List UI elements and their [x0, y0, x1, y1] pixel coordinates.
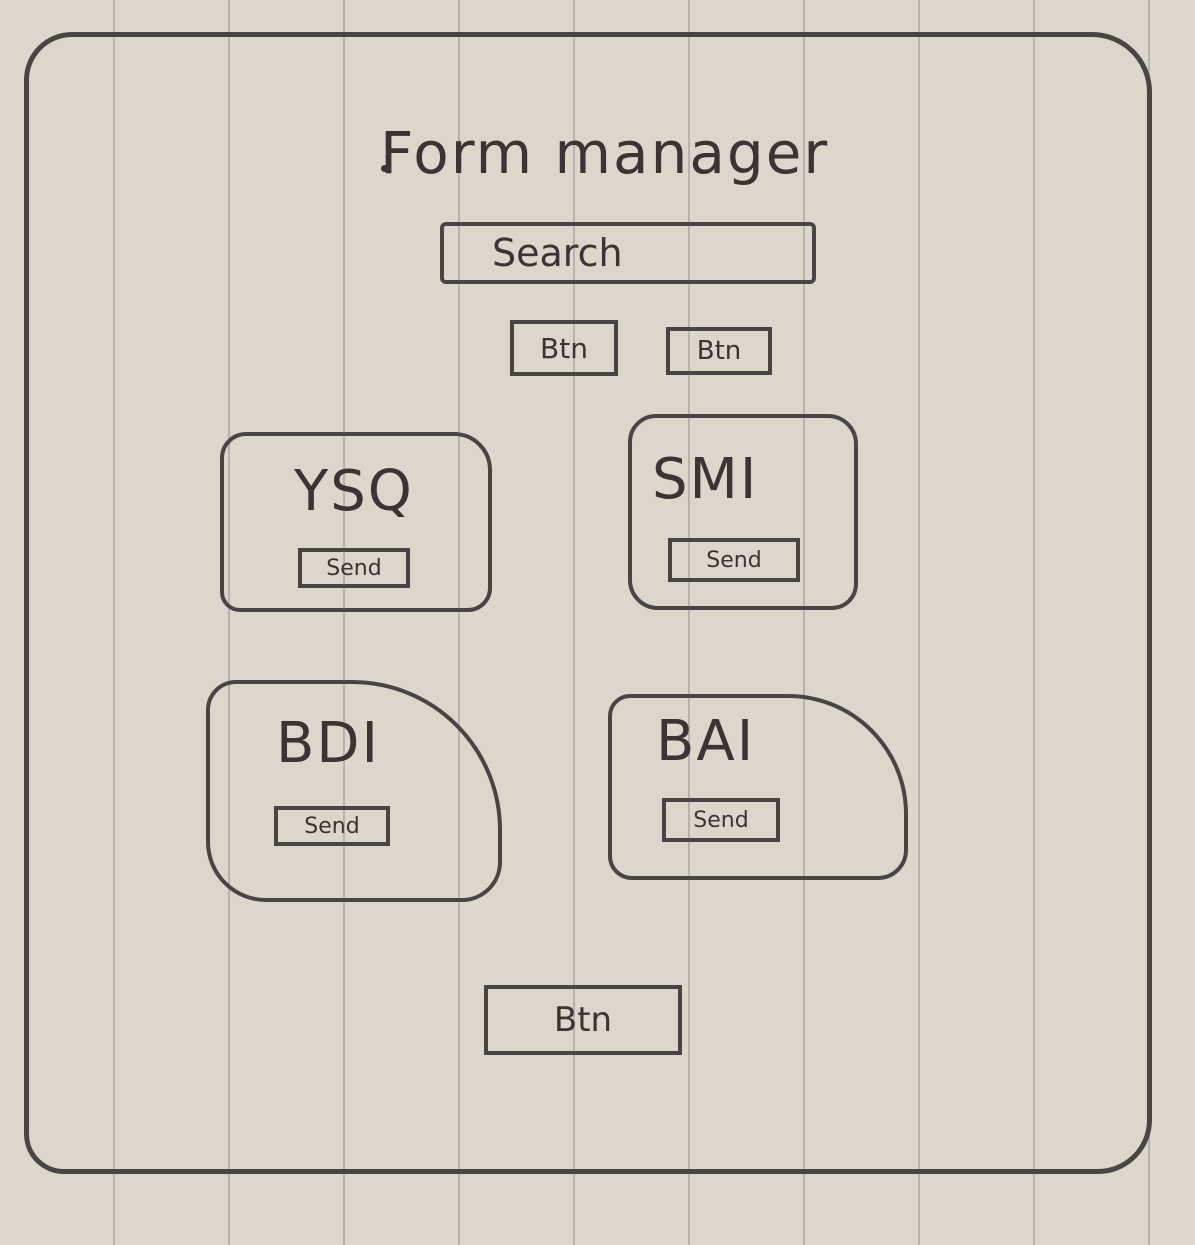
form-card-bai: BAI Send [608, 694, 908, 880]
search-input[interactable] [440, 222, 816, 284]
form-card-ysq: YSQ Send [220, 432, 492, 612]
app-window [24, 32, 1152, 1174]
page-title: Form manager [380, 119, 830, 187]
form-card-title: YSQ [294, 459, 414, 524]
send-button-ysq[interactable]: Send [298, 548, 410, 588]
footer-button[interactable]: Btn [484, 985, 682, 1055]
title-mark [381, 165, 388, 172]
form-card-title: BDI [276, 711, 381, 776]
toolbar-button-1[interactable]: Btn [510, 320, 618, 376]
form-card-smi: SMI Send [628, 414, 858, 610]
form-card-title: BAI [656, 709, 756, 774]
form-card-title: SMI [652, 447, 759, 512]
send-button-smi[interactable]: Send [668, 538, 800, 582]
send-button-bai[interactable]: Send [662, 798, 780, 842]
send-button-bdi[interactable]: Send [274, 806, 390, 846]
toolbar-button-2[interactable]: Btn [666, 327, 772, 375]
